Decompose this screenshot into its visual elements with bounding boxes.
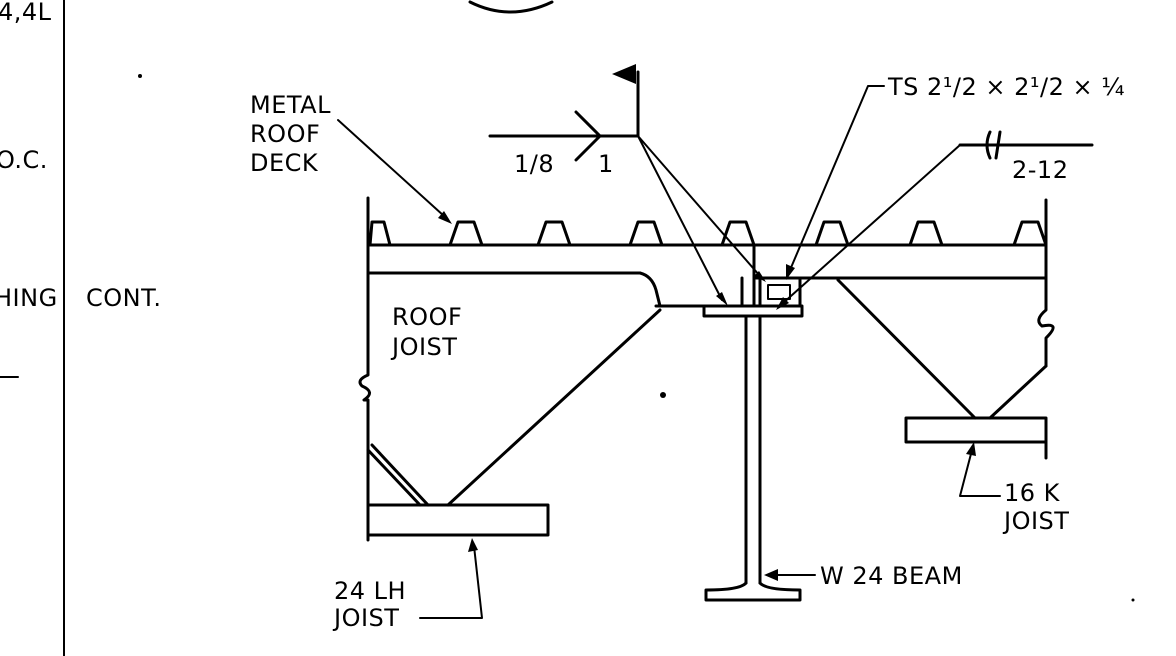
tube-steel-label: TS 2¹/2 × 2¹/2 × ¼ bbox=[887, 73, 1125, 101]
roof-joist-24lh bbox=[358, 196, 744, 542]
speck bbox=[660, 392, 666, 398]
fragment-top-text: 4,4L bbox=[0, 0, 52, 26]
joist-16k-line2: JOIST bbox=[1002, 507, 1069, 535]
joist-16k-line1: 16 K bbox=[1004, 479, 1061, 507]
speck bbox=[1131, 598, 1135, 602]
detail-circle-fragment bbox=[468, 0, 554, 14]
metal-roof-deck bbox=[368, 220, 1048, 247]
joist-24lh-line2: JOIST bbox=[332, 604, 399, 632]
roof-slab-band bbox=[366, 243, 1048, 308]
roof-joist-line2: JOIST bbox=[390, 333, 457, 361]
w24-beam bbox=[702, 304, 804, 602]
joist-24lh-line1: 24 LH bbox=[334, 577, 406, 605]
fragment-bridging-text: HING bbox=[0, 284, 58, 312]
adjacent-detail-fragment: 4,4L O.C. HING CONT. bbox=[0, 0, 162, 656]
fillet-weld-symbol: 1/8 1 bbox=[488, 64, 766, 306]
roof-joist-label: ROOF JOIST bbox=[390, 303, 462, 361]
tube-steel-callout: TS 2¹/2 × 2¹/2 × ¼ bbox=[786, 73, 1125, 280]
joist-16k bbox=[836, 198, 1055, 460]
joist-16k-callout: 16 K JOIST bbox=[959, 442, 1069, 535]
joist-24lh-callout: 24 LH JOIST bbox=[332, 538, 483, 632]
fragment-oc-text: O.C. bbox=[0, 146, 48, 174]
fillet-size-text: 1/8 bbox=[514, 150, 554, 178]
w24-beam-label: W 24 BEAM bbox=[820, 562, 963, 590]
metal-roof-deck-callout: METAL ROOF DECK bbox=[250, 91, 452, 224]
stitch-weld-symbol: 2-12 bbox=[776, 130, 1094, 310]
fragment-cont-text: CONT. bbox=[86, 284, 162, 312]
deck-label-line3: DECK bbox=[250, 149, 319, 177]
stitch-spec-text: 2-12 bbox=[1012, 156, 1068, 184]
w24-beam-callout: W 24 BEAM bbox=[764, 562, 963, 590]
fillet-length-text: 1 bbox=[598, 150, 614, 178]
deck-label-line1: METAL bbox=[250, 91, 331, 119]
speck bbox=[138, 74, 142, 78]
roof-joist-line1: ROOF bbox=[392, 303, 462, 331]
deck-label-line2: ROOF bbox=[250, 120, 320, 148]
